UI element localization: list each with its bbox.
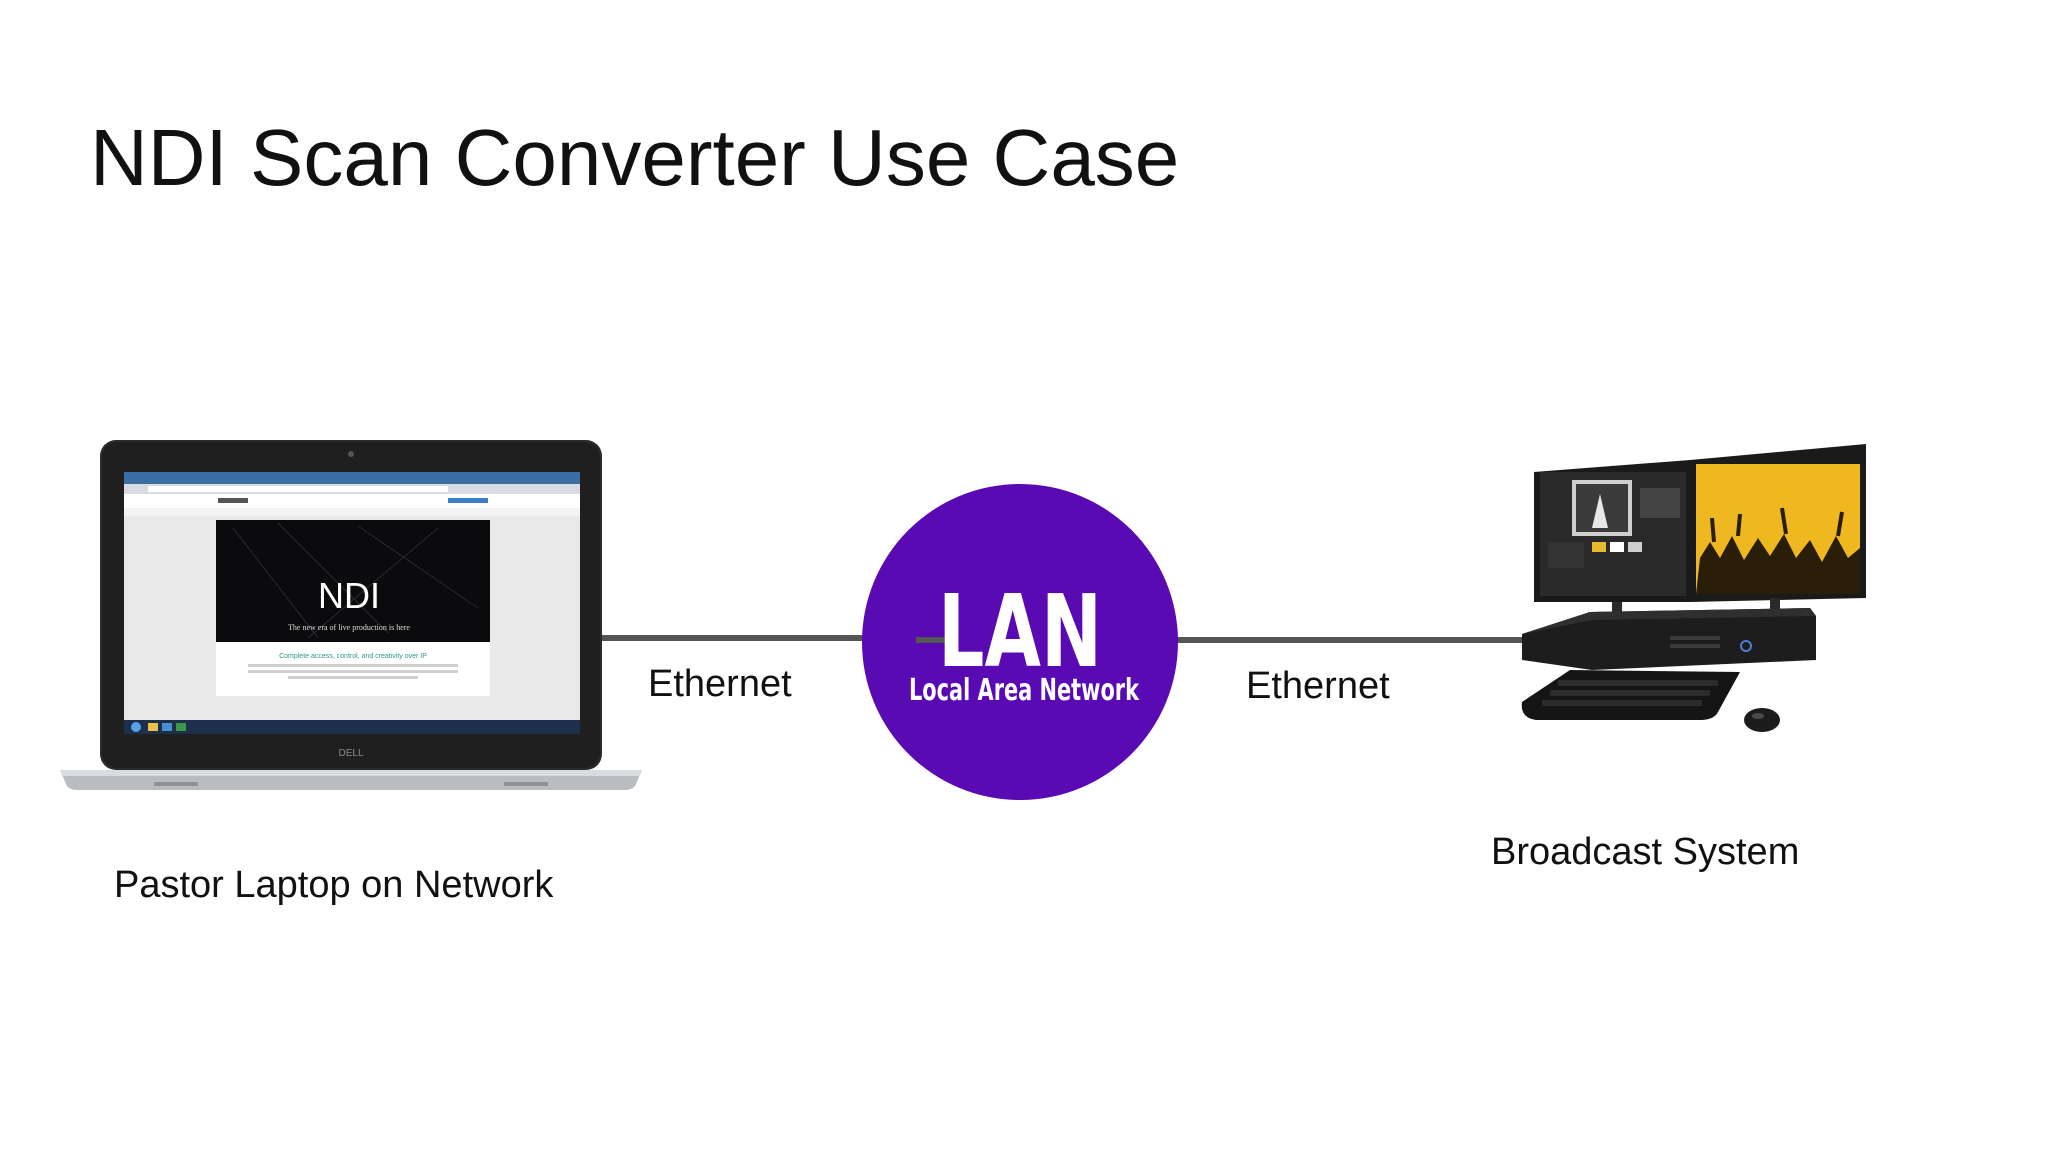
ethernet-label-right: Ethernet [1246, 665, 1390, 707]
laptop-screen-tagline: The new era of live production is here [288, 623, 410, 632]
lan-circle-icon: LAN Local Area Network [862, 484, 1178, 800]
broadcast-system-label: Broadcast System [1491, 831, 1800, 873]
laptop-brand: DELL [338, 748, 363, 759]
lan-main-text: LAN [938, 573, 1102, 690]
laptop-screen-subheading: Complete access, control, and creativity… [279, 653, 427, 660]
laptop-icon: NDI The new era of live production is he… [60, 440, 642, 790]
ethernet-label-left: Ethernet [648, 663, 792, 705]
broadcast-workstation-icon [1521, 444, 1866, 732]
page-title: NDI Scan Converter Use Case [90, 113, 1180, 202]
laptop-screen-logo: NDI [318, 575, 380, 616]
lan-sub-text: Local Area Network [909, 673, 1140, 708]
laptop-label: Pastor Laptop on Network [114, 864, 554, 906]
